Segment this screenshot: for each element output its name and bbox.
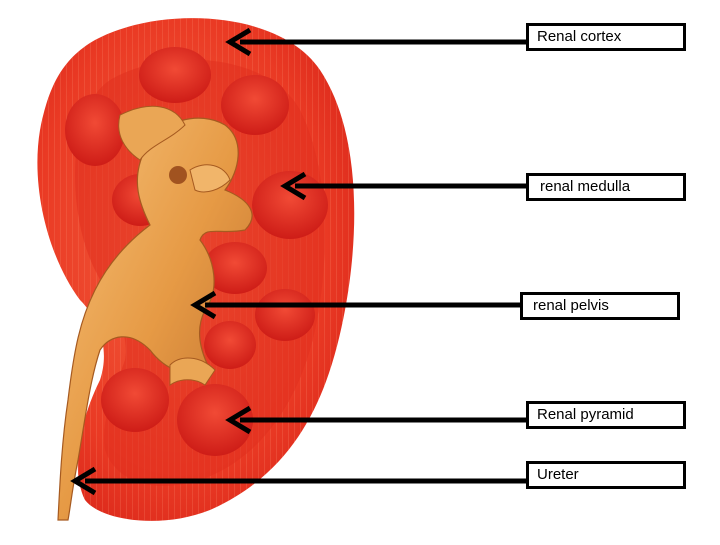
pointer-arrows	[70, 27, 527, 496]
label-renal-cortex: Renal cortex	[526, 23, 686, 51]
label-renal-pyramid: Renal pyramid	[526, 401, 686, 429]
renal-pyramids	[65, 47, 328, 456]
label-renal-medulla: renal medulla	[526, 173, 686, 201]
renal-pelvis-shape	[57, 105, 253, 521]
label-renal-pelvis: renal pelvis	[520, 292, 680, 320]
label-ureter: Ureter	[526, 461, 686, 489]
